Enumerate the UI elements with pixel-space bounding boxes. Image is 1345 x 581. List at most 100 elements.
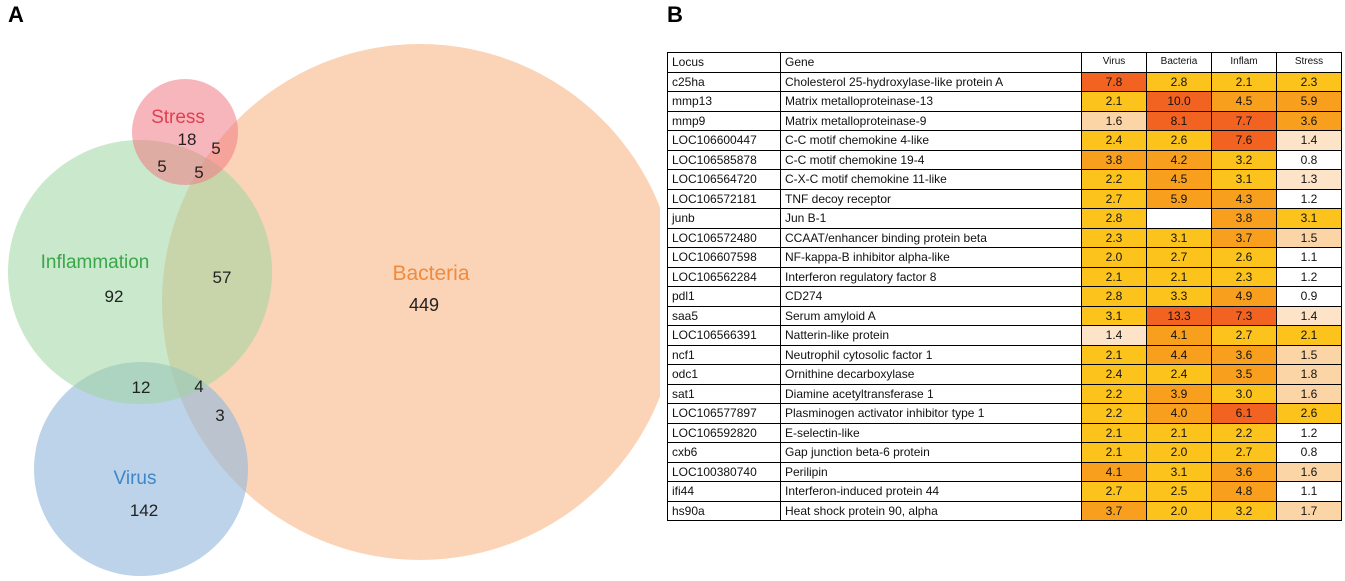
gene-cell: C-X-C motif chemokine 11-like	[780, 169, 1082, 190]
venn-count-inflammation-virus: 12	[132, 378, 151, 397]
locus-cell: LOC106607598	[667, 247, 781, 268]
value-cell-inflam: 3.1	[1211, 169, 1277, 190]
value-cell-stress: 1.7	[1276, 500, 1342, 521]
locus-cell: LOC106572480	[667, 227, 781, 248]
value-cell-stress: 1.6	[1276, 461, 1342, 482]
value-cell-bacteria: 10.0	[1146, 91, 1212, 112]
venn-count-inflammation-bacteria: 57	[213, 268, 232, 287]
value-cell-stress: 1.5	[1276, 344, 1342, 365]
gene-cell: Matrix metalloproteinase-9	[780, 110, 1082, 131]
value-cell-inflam: 3.2	[1211, 149, 1277, 170]
value-cell-stress: 5.9	[1276, 91, 1342, 112]
locus-cell: LOC106592820	[667, 422, 781, 443]
header-stress: Stress	[1276, 52, 1342, 73]
value-cell-stress: 2.1	[1276, 325, 1342, 346]
value-cell-virus: 1.6	[1081, 110, 1147, 131]
gene-cell: E-selectin-like	[780, 422, 1082, 443]
value-cell-bacteria: 2.1	[1146, 422, 1212, 443]
gene-cell: Ornithine decarboxylase	[780, 364, 1082, 385]
locus-cell: junb	[667, 208, 781, 229]
gene-cell: Diamine acetyltransferase 1	[780, 383, 1082, 404]
value-cell-bacteria: 13.3	[1146, 305, 1212, 326]
locus-cell: LOC106566391	[667, 325, 781, 346]
value-cell-virus: 2.1	[1081, 344, 1147, 365]
venn-count-virus-bacteria: 3	[215, 406, 224, 425]
gene-cell: Plasminogen activator inhibitor type 1	[780, 403, 1082, 424]
gene-cell: Cholesterol 25-hydroxylase-like protein …	[780, 71, 1082, 92]
locus-cell: c25ha	[667, 71, 781, 92]
locus-cell: odc1	[667, 364, 781, 385]
value-cell-stress: 1.1	[1276, 247, 1342, 268]
value-cell-virus: 2.2	[1081, 383, 1147, 404]
value-cell-inflam: 3.0	[1211, 383, 1277, 404]
value-cell-inflam: 2.3	[1211, 266, 1277, 287]
value-cell-virus: 2.4	[1081, 130, 1147, 151]
value-cell-bacteria: 2.1	[1146, 266, 1212, 287]
header-inflam: Inflam	[1211, 52, 1277, 73]
locus-cell: LOC100380740	[667, 461, 781, 482]
locus-cell: ifi44	[667, 481, 781, 502]
value-cell-virus: 2.1	[1081, 266, 1147, 287]
value-cell-virus: 2.8	[1081, 208, 1147, 229]
value-cell-stress: 2.6	[1276, 403, 1342, 424]
gene-cell: Interferon-induced protein 44	[780, 481, 1082, 502]
value-cell-bacteria: 3.3	[1146, 286, 1212, 307]
value-cell-inflam: 7.6	[1211, 130, 1277, 151]
value-cell-virus: 2.4	[1081, 364, 1147, 385]
locus-cell: LOC106600447	[667, 130, 781, 151]
value-cell-virus: 2.7	[1081, 481, 1147, 502]
value-cell-inflam: 3.6	[1211, 344, 1277, 365]
gene-cell: Serum amyloid A	[780, 305, 1082, 326]
panel-label-b: B	[667, 2, 683, 27]
locus-cell: cxb6	[667, 442, 781, 463]
value-cell-virus: 2.8	[1081, 286, 1147, 307]
value-cell-bacteria: 3.1	[1146, 461, 1212, 482]
gene-cell: Gap junction beta-6 protein	[780, 442, 1082, 463]
value-cell-inflam: 2.2	[1211, 422, 1277, 443]
venn-diagram: Stress Inflammation Bacteria Virus 18 5 …	[8, 44, 660, 576]
value-cell-virus: 2.1	[1081, 91, 1147, 112]
value-cell-stress: 1.3	[1276, 169, 1342, 190]
venn-circle-virus	[34, 362, 248, 576]
heatmap-table: Locus Gene Virus Bacteria Inflam Stress …	[667, 52, 1342, 521]
venn-count-virus-only: 142	[130, 501, 158, 520]
value-cell-bacteria: 2.4	[1146, 364, 1212, 385]
venn-count-stress-only: 18	[178, 130, 197, 149]
gene-cell: CCAAT/enhancer binding protein beta	[780, 227, 1082, 248]
value-cell-stress: 0.8	[1276, 442, 1342, 463]
gene-cell: C-C motif chemokine 4-like	[780, 130, 1082, 151]
panel-label-a: A	[8, 2, 24, 27]
value-cell-bacteria: 3.1	[1146, 227, 1212, 248]
value-cell-virus: 1.4	[1081, 325, 1147, 346]
value-cell-stress: 1.1	[1276, 481, 1342, 502]
value-cell-bacteria: 2.0	[1146, 500, 1212, 521]
value-cell-bacteria: 2.5	[1146, 481, 1212, 502]
value-cell-inflam: 2.1	[1211, 71, 1277, 92]
value-cell-inflam: 6.1	[1211, 403, 1277, 424]
value-cell-bacteria: 4.0	[1146, 403, 1212, 424]
value-cell-stress: 1.5	[1276, 227, 1342, 248]
gene-cell: TNF decoy receptor	[780, 188, 1082, 209]
locus-cell: LOC106577897	[667, 403, 781, 424]
value-cell-inflam: 4.3	[1211, 188, 1277, 209]
venn-circle-bacteria	[162, 44, 660, 560]
locus-cell: saa5	[667, 305, 781, 326]
venn-count-stress-bacteria: 5	[211, 139, 220, 158]
locus-cell: LOC106564720	[667, 169, 781, 190]
value-cell-virus: 2.0	[1081, 247, 1147, 268]
venn-circle-stress	[132, 79, 238, 185]
